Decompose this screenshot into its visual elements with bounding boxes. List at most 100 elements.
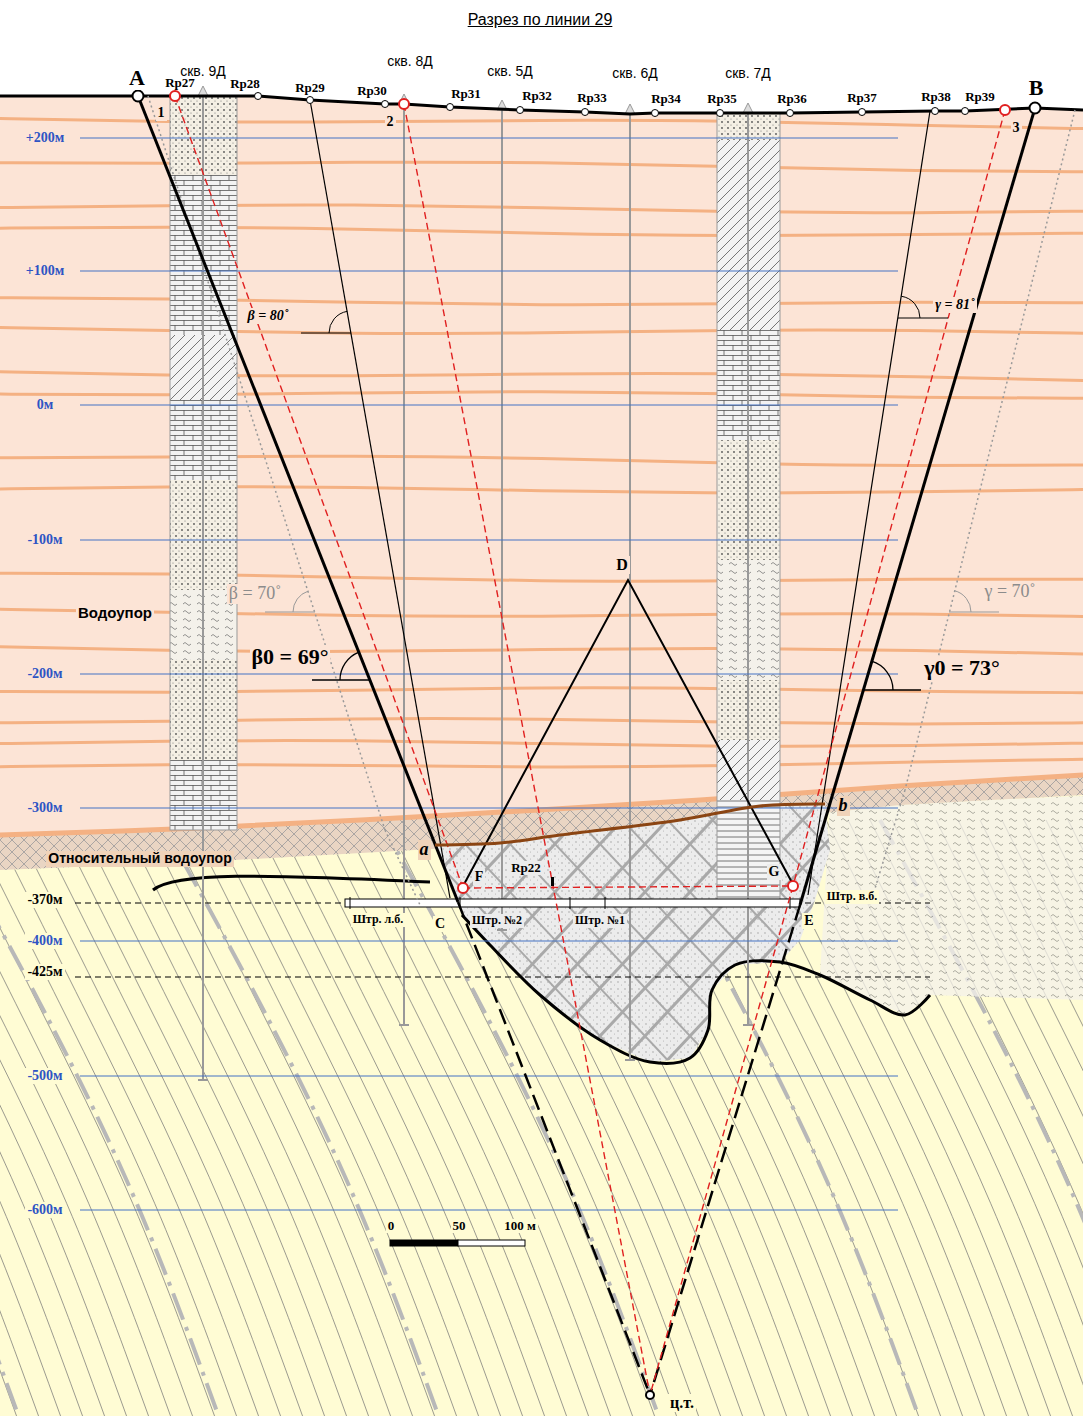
contour-line [153,876,430,890]
ore-hatch-line [225,780,525,1100]
survey-point [1000,105,1010,115]
level-line [80,941,898,942]
benchmark-label: Rp30 [355,84,389,98]
point-letter: E [802,913,815,928]
angle-base [312,679,370,680]
level-line [80,1210,898,1211]
survey-point [170,91,180,101]
center-point [646,1391,654,1399]
benchmark-label: Rp22 [509,861,543,875]
ore-hatch-line [765,780,1065,1100]
boundary-extension [458,902,650,1395]
schist-line [100,820,370,1416]
drift-label: Штр. №2 [470,914,524,927]
benchmark-point [859,109,866,116]
benchmark-label: Rp27 [163,76,197,90]
level-line [80,808,898,809]
layer-boundary [0,609,1083,617]
point-letter: A [127,66,147,90]
ore-hatch-line [540,780,840,1100]
scale-bar [390,1240,458,1246]
drift-bar [345,899,800,907]
point-letter: D [614,556,630,574]
point-number: 1 [156,105,167,120]
ore-hatch-line [990,780,1083,1100]
level-line [80,405,898,406]
scale-label: 100 м [502,1219,538,1233]
angle-label: β = 70˚ [227,584,283,604]
borehole-bottom [198,1079,208,1081]
angle-label: β0 = 69° [250,645,331,669]
layer-boundary [0,719,1083,724]
layer-boundary [0,688,1083,693]
angle-base [301,333,351,334]
benchmark-point [717,110,724,117]
level-dashed [75,977,930,978]
point-letter: G [767,864,782,879]
borehole-name: скв. 6Д [610,66,660,81]
benchmark-point [932,108,939,115]
ore-hatch-line [0,780,300,1100]
point-letter: a [418,840,431,860]
layer-boundary [0,227,1083,235]
dotted-boundary [385,830,420,905]
schist-line [12,820,282,1416]
benchmark-label: Rp38 [919,90,953,104]
point-number: 3 [1011,120,1022,135]
benchmark-label: Rp35 [705,92,739,106]
borehole-bottom [399,1024,409,1026]
borehole-line [501,110,503,930]
ore-hatch-line [855,780,1083,1100]
ore-hatch-line [0,780,300,1100]
benchmark-point [255,93,262,100]
benchmark-label: Rp34 [649,92,683,106]
schist-line [0,820,172,1416]
ore-hatch-line [945,780,1083,1100]
angle-arc [329,311,347,333]
center-label: ц.т. [668,1394,696,1412]
displacement-line [310,100,450,898]
ore-hatch-line [315,780,615,1100]
layer-boundary [0,759,1083,767]
survey-point [458,883,468,893]
schist-line [0,820,106,1416]
boundary-extension [650,905,800,1395]
ore-hatch-line [855,780,1083,1100]
benchmark-label: Rp29 [293,81,327,95]
schist-line [78,820,348,1416]
layer-boundary [0,646,1083,654]
point-letter: F [473,869,486,884]
angle-arc [954,591,971,612]
ore-hatch-line [225,780,525,1100]
ore-hatch-line [405,780,705,1100]
point-letter: B [1027,76,1046,100]
benchmark-point [447,104,454,111]
band-top [0,775,1083,835]
elevation-label: -200м [25,666,64,681]
survey-point [399,99,409,109]
layer-boundary [0,205,1083,213]
angle-arc [293,591,308,612]
level-line [80,271,898,272]
angle-label: γ = 81˚ [933,297,976,312]
drift-tick [570,897,571,909]
angle-label: γ = 70˚ [982,582,1037,602]
benchmark-label: Rp33 [575,91,609,105]
elevation-label: -425м [25,964,64,979]
drift-tick [350,897,351,909]
level-line [80,138,898,139]
elevation-label: +200м [24,130,67,145]
scale-label: 50 [451,1219,468,1233]
elevation-label: -400м [25,933,64,948]
boundary-point [1030,103,1041,114]
drift-label: Штр. в.б. [825,890,879,903]
borehole-line [747,113,749,1025]
schist-line [0,820,62,1416]
angle-arc [340,652,359,680]
angle-base [863,689,921,690]
benchmark-label: Rp36 [775,92,809,106]
benchmark-point [787,110,794,117]
